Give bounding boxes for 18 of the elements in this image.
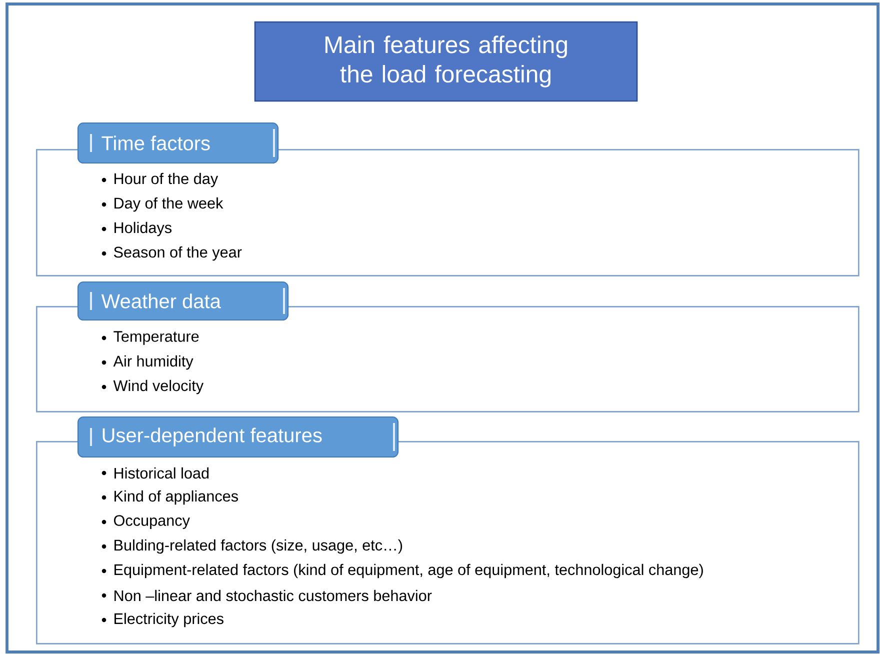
list-item: Non –linear and stochastic customers behavior (102, 590, 432, 602)
list-item: Historical load (102, 467, 209, 479)
list-item: Wind velocity (102, 380, 204, 394)
list-item: Season of the year (102, 246, 242, 261)
heading-tab: User-dependent features (77, 416, 399, 458)
heading-tab: Weather data (77, 281, 289, 321)
list-item: Temperature (102, 331, 199, 345)
list-item: Occupancy (102, 515, 190, 529)
title-box: Main features affecting the load forecasting (254, 21, 638, 102)
list-item: Equipment-related factors (kind of equipment, age of equipment, technological change) (102, 564, 703, 578)
list-item: Bulding-related factors (size, usage, etc…) (102, 539, 402, 554)
list-item: Kind of appliances (102, 490, 238, 505)
list-item: Air humidity (102, 355, 194, 370)
list-item: Hour of the day (102, 172, 218, 188)
heading-tab: Time factors (77, 122, 279, 164)
list-item: Holidays (102, 222, 172, 236)
list-item: Day of the week (102, 197, 224, 212)
list-item: Electricity prices (102, 612, 224, 628)
